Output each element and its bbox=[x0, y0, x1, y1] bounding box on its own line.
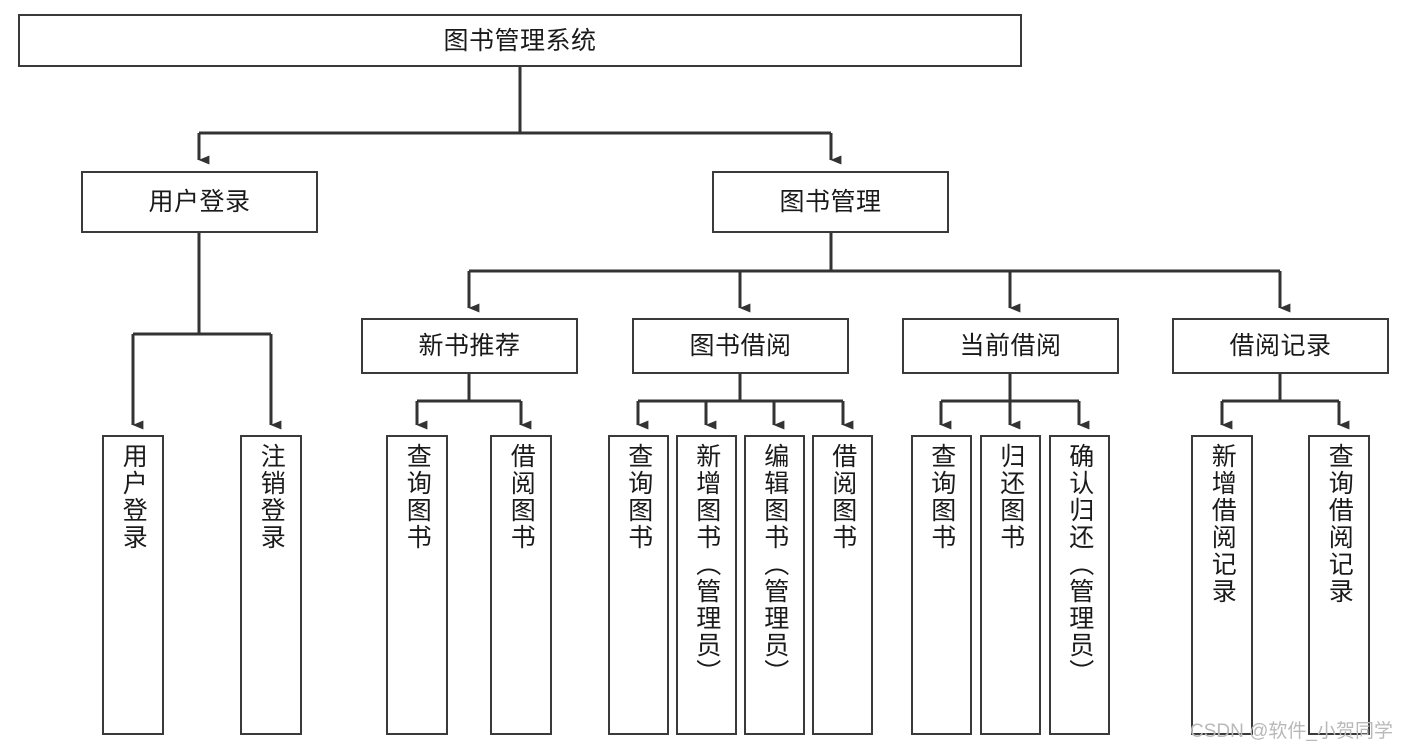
node-leaf-return-book[interactable]: 归还图书 bbox=[980, 435, 1041, 735]
node-leaf-add-record-label: 新增借阅记录 bbox=[1208, 443, 1237, 605]
node-borrow-record[interactable]: 借阅记录 bbox=[1172, 318, 1389, 374]
node-leaf-query-book-3-label: 查询图书 bbox=[927, 443, 956, 551]
node-root-label: 图书管理系统 bbox=[443, 26, 597, 55]
node-book-borrow-label: 图书借阅 bbox=[689, 332, 792, 360]
node-new-book-recommend-label: 新书推荐 bbox=[418, 332, 521, 360]
node-leaf-borrow-book-2-label: 借阅图书 bbox=[828, 443, 857, 551]
node-leaf-edit-book[interactable]: 编辑图书（管理员） bbox=[744, 435, 805, 735]
node-book-management[interactable]: 图书管理 bbox=[712, 171, 949, 233]
node-leaf-query-record[interactable]: 查询借阅记录 bbox=[1308, 435, 1370, 735]
node-book-borrow[interactable]: 图书借阅 bbox=[632, 318, 849, 374]
node-leaf-add-record[interactable]: 新增借阅记录 bbox=[1191, 435, 1253, 735]
node-leaf-borrow-book-1-label: 借阅图书 bbox=[507, 443, 536, 551]
node-leaf-logout-login-label: 注销登录 bbox=[257, 443, 286, 551]
node-leaf-logout-login[interactable]: 注销登录 bbox=[240, 435, 302, 735]
node-leaf-user-login[interactable]: 用户登录 bbox=[102, 435, 164, 735]
node-book-management-label: 图书管理 bbox=[779, 188, 882, 216]
node-borrow-record-label: 借阅记录 bbox=[1229, 332, 1332, 360]
node-leaf-confirm-return[interactable]: 确认归还（管理员） bbox=[1049, 435, 1110, 735]
node-current-borrow[interactable]: 当前借阅 bbox=[902, 318, 1119, 374]
node-leaf-query-book-2[interactable]: 查询图书 bbox=[608, 435, 669, 735]
node-current-borrow-label: 当前借阅 bbox=[959, 332, 1062, 360]
node-leaf-add-book[interactable]: 新增图书（管理员） bbox=[676, 435, 737, 735]
node-new-book-recommend[interactable]: 新书推荐 bbox=[361, 318, 578, 374]
node-leaf-query-record-label: 查询借阅记录 bbox=[1325, 443, 1354, 605]
node-leaf-borrow-book-2[interactable]: 借阅图书 bbox=[812, 435, 873, 735]
node-leaf-user-login-label: 用户登录 bbox=[119, 443, 148, 551]
node-user-login[interactable]: 用户登录 bbox=[81, 171, 318, 233]
node-leaf-borrow-book-1[interactable]: 借阅图书 bbox=[490, 435, 552, 735]
node-leaf-edit-book-label: 编辑图书（管理员） bbox=[760, 443, 789, 686]
node-user-login-label: 用户登录 bbox=[148, 188, 251, 216]
node-leaf-query-book-3[interactable]: 查询图书 bbox=[911, 435, 972, 735]
node-leaf-query-book-2-label: 查询图书 bbox=[624, 443, 653, 551]
node-root[interactable]: 图书管理系统 bbox=[18, 14, 1022, 67]
node-leaf-add-book-label: 新增图书（管理员） bbox=[692, 443, 721, 686]
node-leaf-query-book-1-label: 查询图书 bbox=[403, 443, 432, 551]
node-leaf-return-book-label: 归还图书 bbox=[996, 443, 1025, 551]
csdn-watermark: CSDN @软件_小贺同学 bbox=[1190, 721, 1393, 742]
node-leaf-query-book-1[interactable]: 查询图书 bbox=[386, 435, 448, 735]
node-leaf-confirm-return-label: 确认归还（管理员） bbox=[1065, 443, 1094, 686]
